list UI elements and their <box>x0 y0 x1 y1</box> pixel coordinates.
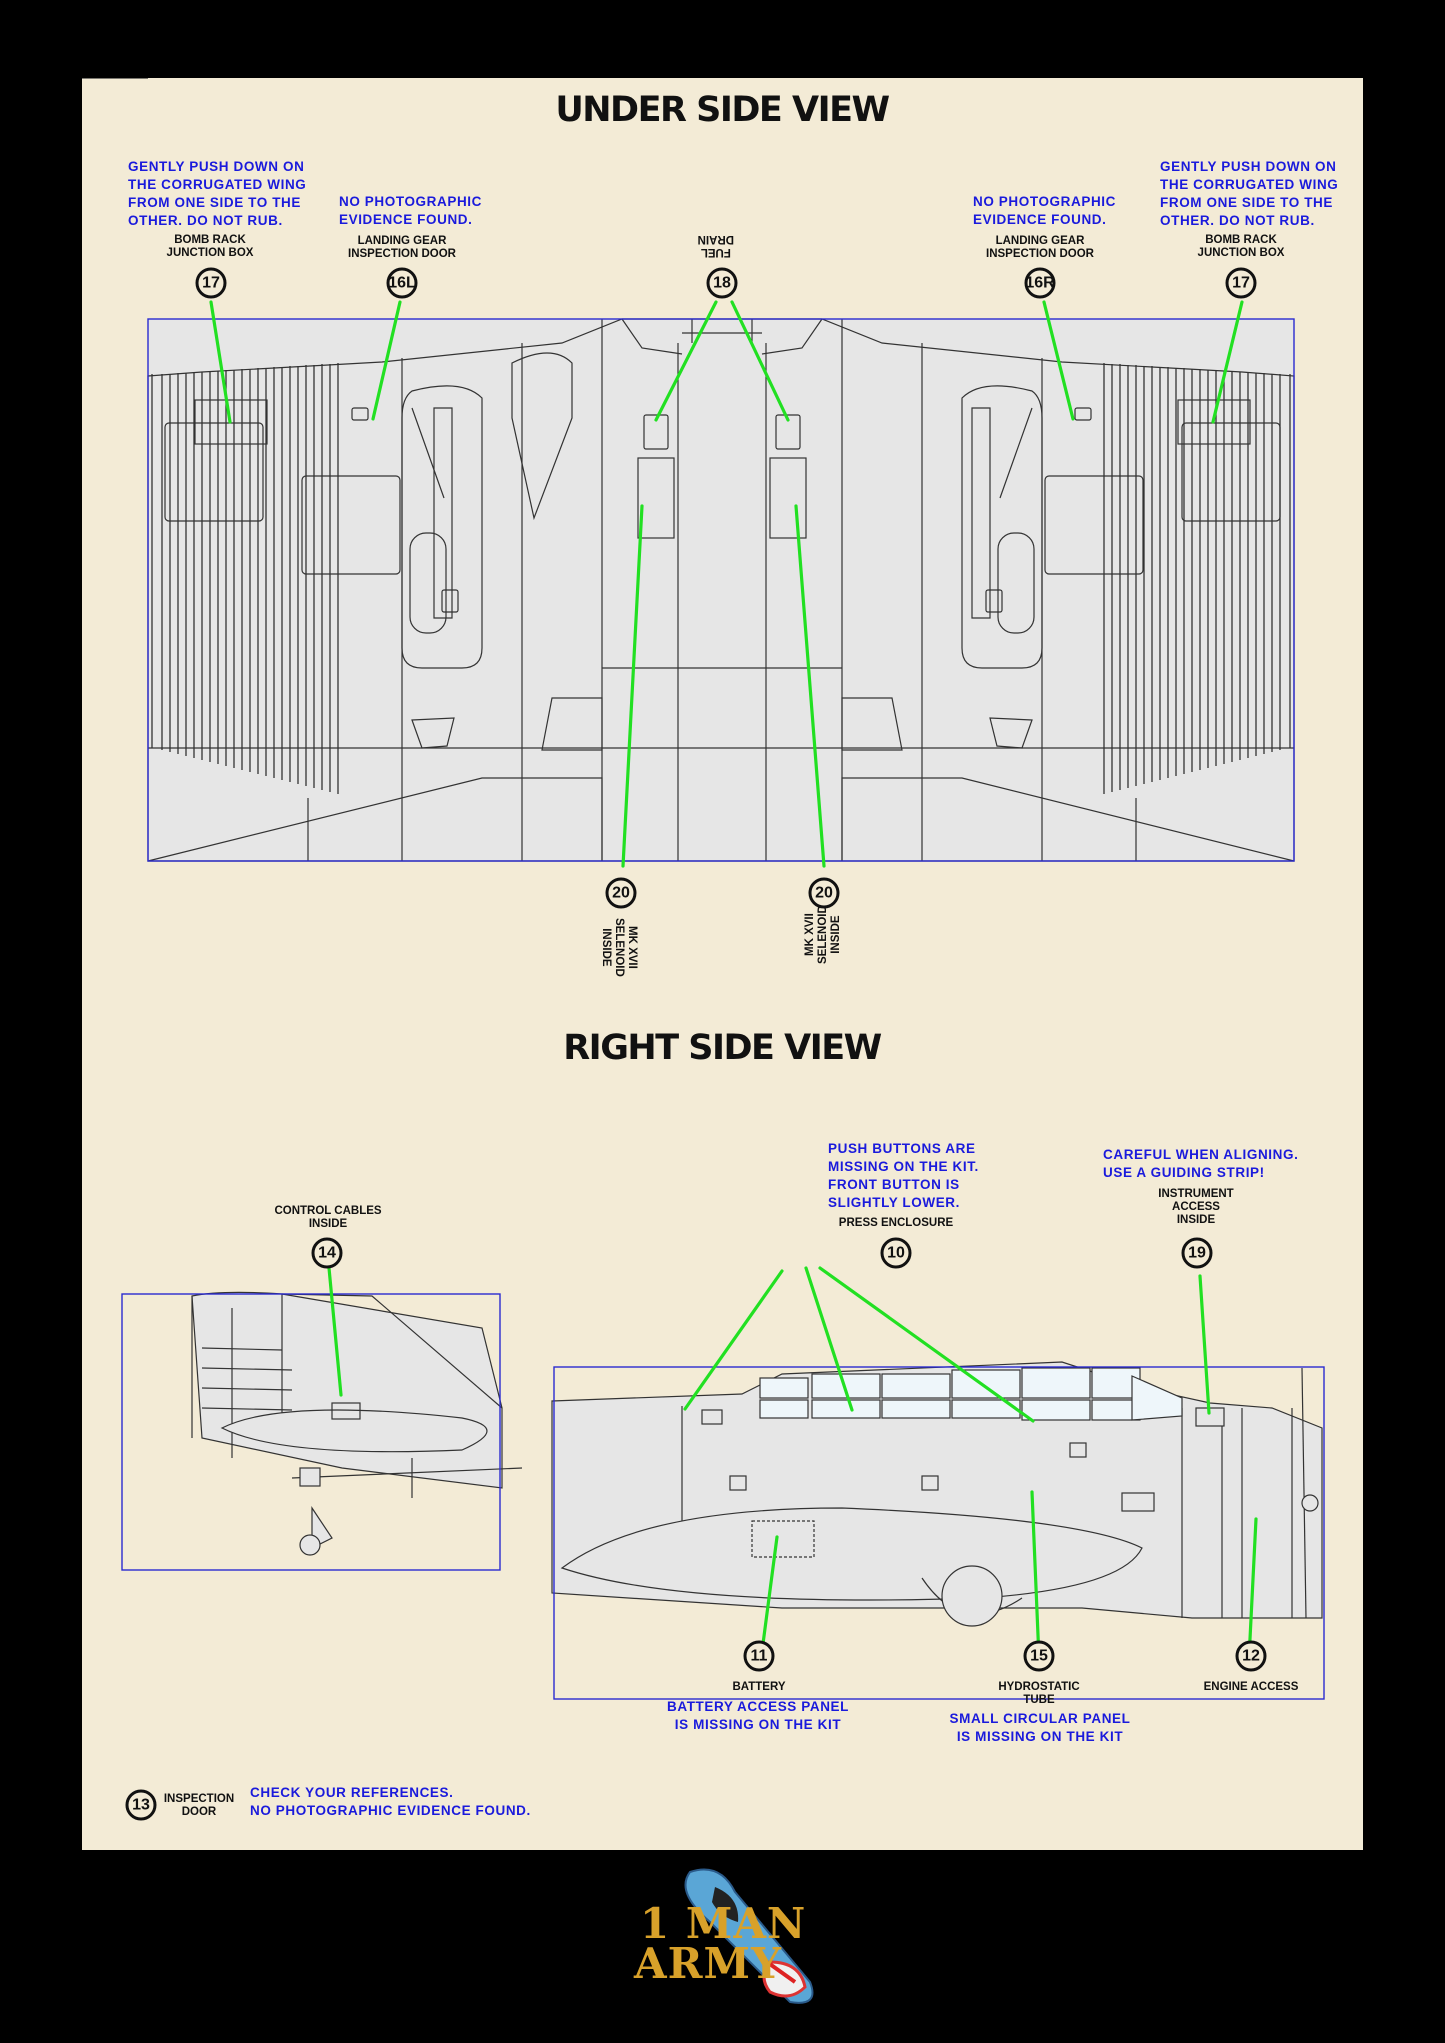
note-17-left: GENTLY PUSH DOWN ON THE CORRUGATED WING … <box>128 159 307 228</box>
callout-17-right: 17 <box>1225 267 1257 299</box>
logo-line2: ARMY <box>634 1939 782 1988</box>
note-13: CHECK YOUR REFERENCES. NO PHOTOGRAPHIC E… <box>250 1785 531 1818</box>
callout-13: 13 <box>125 1789 157 1821</box>
underside-title: UNDER SIDE VIEW <box>555 90 890 130</box>
label-17-left: BOMB RACK JUNCTION BOX <box>166 234 254 259</box>
callout-14: 14 <box>311 1237 343 1269</box>
label-13: INSPECTION DOOR <box>163 1793 235 1818</box>
instruction-sheet: UNDER SIDE VIEW RIGHT SIDE VIEW GENTLY P… <box>82 78 1363 1850</box>
note-17-right: GENTLY PUSH DOWN ON THE CORRUGATED WING … <box>1160 159 1339 228</box>
callout-19: 19 <box>1181 1237 1213 1269</box>
note-10: PUSH BUTTONS ARE MISSING ON THE KIT. FRO… <box>828 1141 979 1210</box>
note-19: CAREFUL WHEN ALIGNING. USE A GUIDING STR… <box>1103 1147 1299 1180</box>
label-20-left: MK XVII SELENOID INSIDE <box>600 918 638 977</box>
label-12: ENGINE ACCESS <box>1203 1681 1299 1693</box>
label-16l: LANDING GEAR INSPECTION DOOR <box>348 235 456 260</box>
callout-16r: 16R <box>1024 267 1056 299</box>
callout-17-left: 17 <box>195 267 227 299</box>
callout-20-left: 20 <box>605 877 637 909</box>
label-18: FUEL DRAIN <box>697 233 734 258</box>
leader-lines <box>209 300 1258 1661</box>
label-16r: LANDING GEAR INSPECTION DOOR <box>986 235 1094 260</box>
callout-11: 11 <box>743 1640 775 1672</box>
note-11: BATTERY ACCESS PANEL IS MISSING ON THE K… <box>666 1699 850 1732</box>
note-15: SMALL CIRCULAR PANEL IS MISSING ON THE K… <box>949 1711 1131 1744</box>
label-17-right: BOMB RACK JUNCTION BOX <box>1197 234 1285 259</box>
note-16l: NO PHOTOGRAPHIC EVIDENCE FOUND. <box>339 194 483 227</box>
label-10: PRESS ENCLOSURE <box>838 1217 954 1229</box>
underside-drawing <box>82 78 1295 862</box>
callout-12: 12 <box>1235 1640 1267 1672</box>
label-15: HYDROSTATIC TUBE <box>998 1681 1080 1706</box>
brand-logo: 1 MAN ARMY <box>620 1862 820 2012</box>
label-11: BATTERY <box>732 1681 786 1693</box>
callout-20-right: 20 <box>808 877 840 909</box>
aircraft-drawings <box>82 78 1325 1700</box>
label-14: CONTROL CABLES INSIDE <box>274 1205 382 1230</box>
callout-18: 18 <box>706 267 738 299</box>
label-20-right: MK XVII SELENOID INSIDE <box>804 905 842 964</box>
surfboard-icon <box>684 1868 814 2004</box>
rightside-title: RIGHT SIDE VIEW <box>563 1028 882 1068</box>
fuselage-drawing <box>551 1361 1325 1700</box>
callout-10: 10 <box>880 1237 912 1269</box>
callout-15: 15 <box>1023 1640 1055 1672</box>
tail-drawing <box>121 1291 523 1571</box>
callout-16l: 16L <box>386 267 418 299</box>
note-16r: NO PHOTOGRAPHIC EVIDENCE FOUND. <box>973 194 1117 227</box>
logo-line1: 1 MAN <box>640 1899 807 1948</box>
label-19: INSTRUMENT ACCESS INSIDE <box>1158 1188 1234 1226</box>
